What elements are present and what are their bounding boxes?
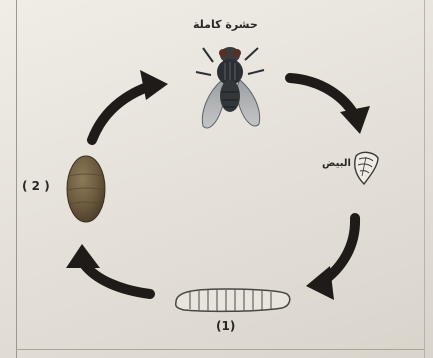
page-border-left [16,0,17,358]
housefly-icon [195,47,265,129]
egg-cluster-icon [354,151,379,186]
adult-stage-label: حشرة كاملة [193,18,258,31]
larva-stage-label: (1) [216,319,236,333]
pupa-icon [66,155,106,223]
larva-icon [174,288,291,313]
pupa-stage-label: ( 2 ) [22,179,50,193]
arrow-larva-to-pupa [66,244,155,299]
egg-stage-label: البيض [322,158,351,169]
arrow-adult-to-egg [285,73,370,134]
arrow-egg-to-larva [306,213,361,300]
page-border-right [424,0,425,358]
arrow-pupa-to-adult [87,70,168,145]
page-border-bottom [16,349,425,350]
